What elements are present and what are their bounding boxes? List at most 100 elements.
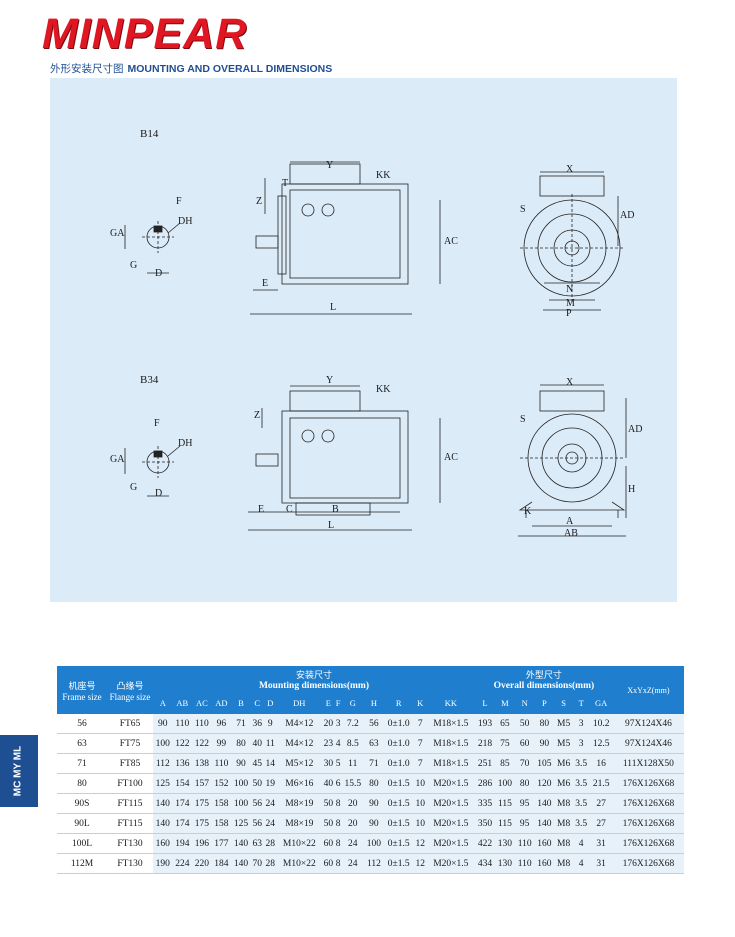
- b34-label-A: A: [566, 516, 574, 527]
- side-tab: MC MY ML: [0, 735, 38, 807]
- table-cell: 70: [514, 753, 535, 774]
- table-cell: 71: [57, 753, 107, 774]
- table-cell: 63: [57, 733, 107, 754]
- header-flange: 凸缘号 Flange size: [107, 666, 153, 714]
- table-cell: FT65: [107, 714, 153, 734]
- table-cell: 21.5: [589, 773, 613, 794]
- table-cell: 12.5: [589, 733, 613, 754]
- table-cell: 125: [231, 813, 251, 834]
- table-cell: 8.5: [341, 733, 365, 754]
- subtitle-cn: 外形安装尺寸图: [50, 63, 124, 75]
- table-cell: 224: [172, 853, 193, 874]
- column-header: A: [153, 692, 173, 714]
- table-cell: 160: [153, 833, 173, 854]
- table-cell: 50: [514, 714, 535, 734]
- column-header: R: [383, 692, 414, 714]
- column-header: E: [321, 692, 335, 714]
- table-cell: 85: [494, 753, 515, 774]
- table-cell: 90S: [57, 793, 107, 814]
- table-cell: 176X126X68: [612, 813, 684, 834]
- table-cell: 60: [514, 733, 535, 754]
- column-header: AC: [192, 692, 212, 714]
- table-cell: 97X124X46: [612, 733, 684, 754]
- table-cell: 105: [534, 753, 555, 774]
- b14-label-F: F: [176, 196, 182, 207]
- table-cell: 90: [364, 793, 384, 814]
- column-header: M: [494, 692, 515, 714]
- header-xyz: XxYxZ(mm): [612, 666, 684, 714]
- table-cell: 152: [211, 773, 232, 794]
- table-cell: 115: [494, 813, 515, 834]
- table-cell: M20×1.5: [426, 813, 475, 834]
- table-cell: M4×12: [276, 733, 322, 754]
- table-cell: 31: [589, 833, 613, 854]
- b14-label-M: M: [566, 298, 575, 309]
- table-cell: 50: [321, 813, 335, 834]
- table-cell: 110: [192, 714, 212, 734]
- table-cell: M20×1.5: [426, 853, 475, 874]
- b34-label-DH: DH: [178, 438, 193, 449]
- table-cell: 15.5: [341, 773, 365, 794]
- table-cell: 110: [172, 714, 193, 734]
- table-cell: M8: [554, 813, 573, 834]
- column-header: S: [554, 692, 573, 714]
- table-cell: 11: [263, 733, 277, 754]
- table-cell: 56: [57, 714, 107, 734]
- table-cell: M8: [554, 833, 573, 854]
- table-cell: 80: [231, 733, 251, 754]
- b34-label-F: F: [154, 418, 160, 429]
- table-cell: 7: [413, 733, 427, 754]
- table-cell: 115: [494, 793, 515, 814]
- subtitle-en: MOUNTING AND OVERALL DIMENSIONS: [127, 63, 333, 75]
- table-cell: 100: [364, 833, 384, 854]
- b14-label-L: L: [330, 302, 337, 313]
- b34-label-D: D: [155, 488, 163, 499]
- table-cell: 110: [514, 833, 535, 854]
- table-cell: 0±1.0: [383, 733, 414, 754]
- b14-label-GA: GA: [110, 228, 125, 239]
- table-cell: 112: [364, 853, 384, 874]
- table-cell: 4: [572, 833, 590, 854]
- table-cell: 8: [334, 813, 342, 834]
- table-cell: 158: [211, 793, 232, 814]
- table-cell: 70: [250, 853, 264, 874]
- table-cell: M10×22: [276, 853, 322, 874]
- table-cell: 7: [413, 714, 427, 734]
- column-header: D: [263, 692, 277, 714]
- column-header: KK: [426, 692, 475, 714]
- b34-side-view: [248, 385, 441, 531]
- table-cell: FT100: [107, 773, 153, 794]
- table-cell: 0±1.5: [383, 833, 414, 854]
- table-cell: 20: [341, 793, 365, 814]
- table-cell: 31: [589, 853, 613, 874]
- table-cell: 14: [263, 753, 277, 774]
- table-cell: 335: [474, 793, 495, 814]
- b34-label-AD: AD: [628, 424, 643, 435]
- table-cell: 140: [153, 793, 173, 814]
- b14-label-AC: AC: [444, 236, 458, 247]
- table-cell: 218: [474, 733, 495, 754]
- table-cell: FT130: [107, 853, 153, 874]
- b34-label-E: E: [258, 504, 265, 515]
- table-cell: 96: [211, 714, 232, 734]
- table-cell: M4×12: [276, 714, 322, 734]
- table-cell: 194: [172, 833, 193, 854]
- table-cell: 5: [334, 753, 342, 774]
- table-cell: 95: [514, 813, 535, 834]
- table-cell: 174: [172, 813, 193, 834]
- table-cell: 100: [231, 793, 251, 814]
- table-cell: 251: [474, 753, 495, 774]
- table-cell: 8: [334, 833, 342, 854]
- table-cell: 0±1.5: [383, 773, 414, 794]
- table-cell: 63: [364, 733, 384, 754]
- table-cell: 160: [534, 853, 555, 874]
- table-cell: 27: [589, 793, 613, 814]
- column-header: N: [514, 692, 535, 714]
- b14-side-view: [250, 161, 441, 315]
